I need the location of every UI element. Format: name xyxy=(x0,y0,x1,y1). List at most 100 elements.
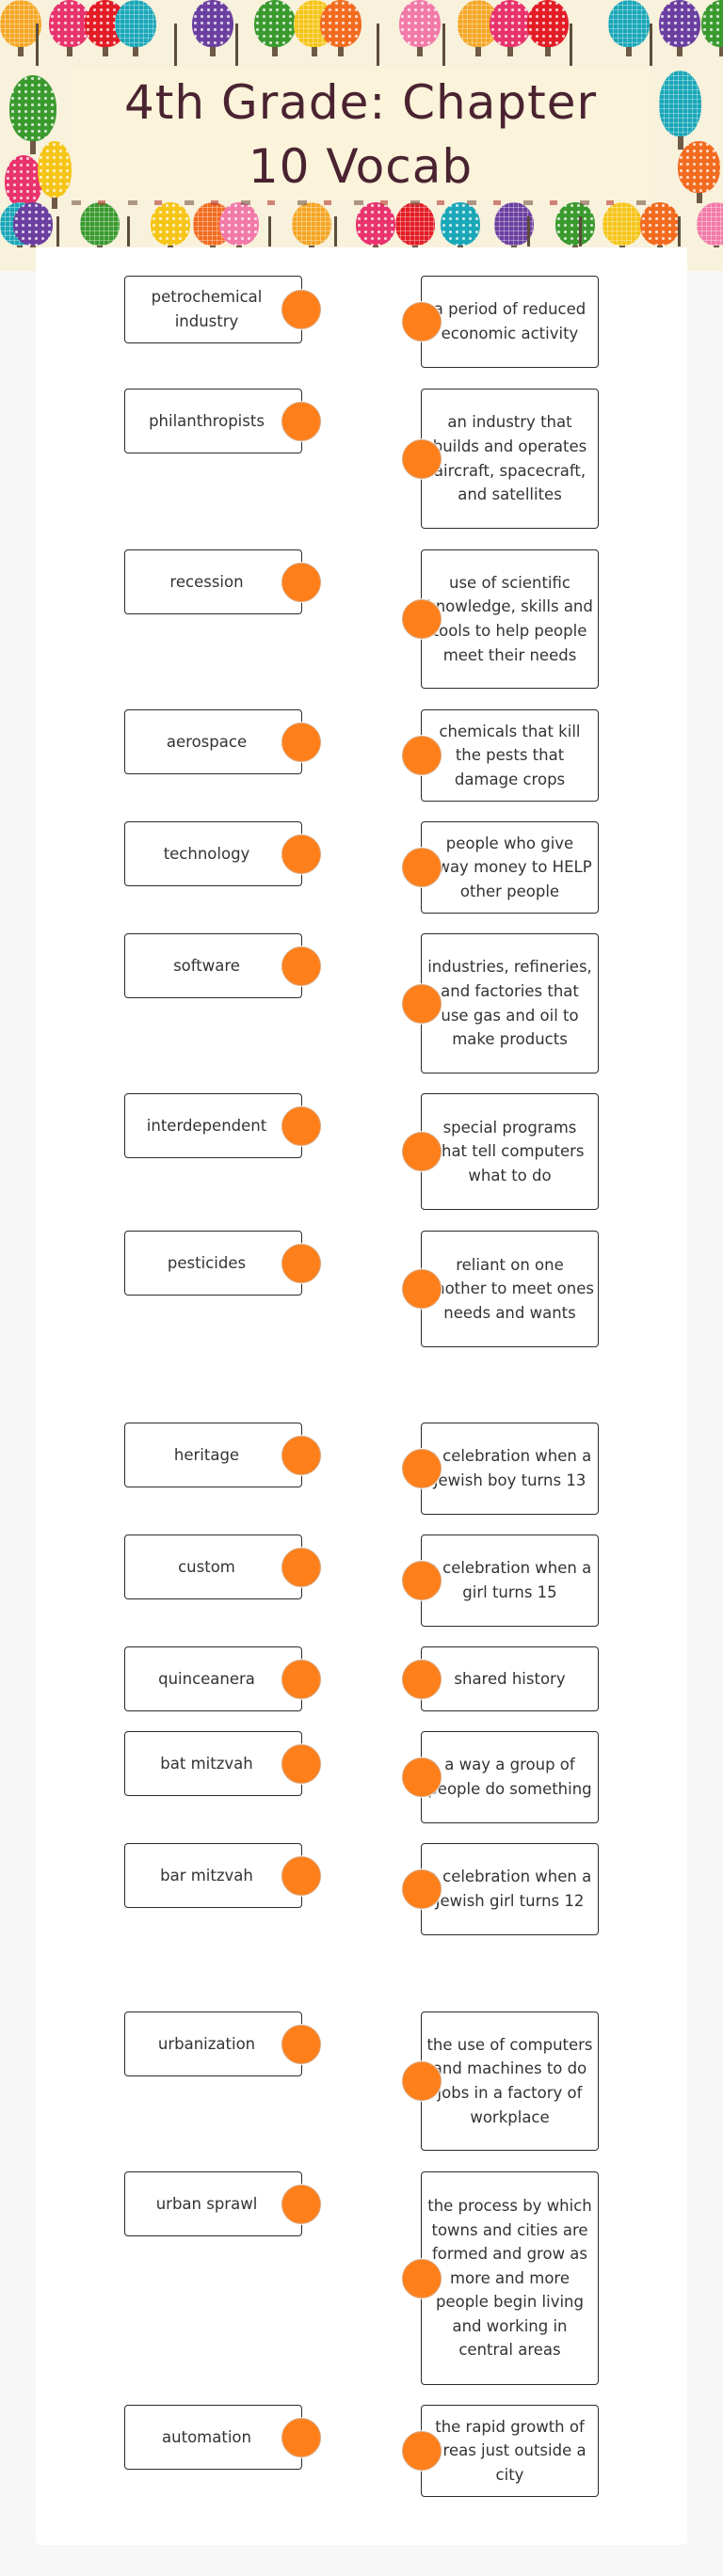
term-connector-handle[interactable] xyxy=(281,1547,321,1587)
term-card[interactable]: petrochemical industry xyxy=(124,276,302,343)
definition-label: a celebration when a girl turns 15 xyxy=(427,1559,592,1601)
banner-edge-right xyxy=(687,247,723,271)
definition-connector-handle[interactable] xyxy=(402,2431,442,2471)
definition-card[interactable]: the rapid growth of areas just outside a… xyxy=(421,2405,599,2497)
term-label: automation xyxy=(162,2427,251,2446)
term-connector-handle[interactable] xyxy=(281,2417,321,2457)
term-card[interactable]: technology xyxy=(124,821,302,886)
definition-label: industries, refineries, and factories th… xyxy=(427,958,592,1049)
definition-label: an industry that builds and operates air… xyxy=(432,413,587,504)
definition-card[interactable]: people who give away money to HELP other… xyxy=(421,821,599,914)
term-label: recession xyxy=(169,572,244,591)
definition-connector-handle[interactable] xyxy=(402,302,442,342)
twig-icon xyxy=(36,24,39,66)
term-label: quinceanera xyxy=(158,1669,255,1688)
twig-icon xyxy=(442,24,445,66)
banner-edge-left xyxy=(0,247,36,271)
definition-connector-handle[interactable] xyxy=(402,2061,442,2101)
definition-card[interactable]: a celebration when a Jewish girl turns 1… xyxy=(421,1843,599,1935)
definition-label: shared history xyxy=(454,1669,566,1688)
term-card[interactable]: aerospace xyxy=(124,709,302,774)
definition-connector-handle[interactable] xyxy=(402,438,442,479)
definition-card[interactable]: the use of computers and machines to do … xyxy=(421,2012,599,2151)
term-label: philanthropists xyxy=(149,411,265,430)
definition-card[interactable]: a period of reduced economic activity xyxy=(421,276,599,368)
term-card[interactable]: custom xyxy=(124,1534,302,1599)
definition-card[interactable]: reliant on one another to meet ones need… xyxy=(421,1231,599,1347)
term-card[interactable]: urbanization xyxy=(124,2012,302,2076)
term-label: aerospace xyxy=(166,732,248,751)
definition-connector-handle[interactable] xyxy=(402,1659,442,1699)
term-card[interactable]: software xyxy=(124,933,302,998)
definition-card[interactable]: industries, refineries, and factories th… xyxy=(421,933,599,1073)
definition-card[interactable]: shared history xyxy=(421,1646,599,1711)
twig-icon xyxy=(650,24,652,66)
twig-icon xyxy=(570,24,572,66)
definition-connector-handle[interactable] xyxy=(402,1757,442,1797)
twig-icon xyxy=(174,24,177,66)
term-connector-handle[interactable] xyxy=(281,2024,321,2064)
definition-label: use of scientific knowledge, skills and … xyxy=(426,573,593,664)
term-connector-handle[interactable] xyxy=(281,1243,321,1283)
twig-icon xyxy=(334,216,337,246)
term-connector-handle[interactable] xyxy=(281,834,321,874)
twig-icon xyxy=(127,216,130,246)
term-connector-handle[interactable] xyxy=(281,2184,321,2224)
definition-connector-handle[interactable] xyxy=(402,1132,442,1171)
term-label: urban sprawl xyxy=(155,2194,258,2213)
term-card[interactable]: pesticides xyxy=(124,1231,302,1296)
term-connector-handle[interactable] xyxy=(281,722,321,762)
term-card[interactable]: quinceanera xyxy=(124,1646,302,1711)
title-box: 4th Grade: Chapter 10 Vocab xyxy=(72,68,650,200)
definition-card[interactable]: the process by which towns and cities ar… xyxy=(421,2171,599,2385)
term-card[interactable]: recession xyxy=(124,549,302,614)
definition-connector-handle[interactable] xyxy=(402,736,442,775)
definition-connector-handle[interactable] xyxy=(402,599,442,639)
term-card[interactable]: heritage xyxy=(124,1423,302,1487)
term-card[interactable]: interdependent xyxy=(124,1093,302,1158)
term-connector-handle[interactable] xyxy=(281,401,321,441)
definition-card[interactable]: a celebration when a Jewish boy turns 13 xyxy=(421,1423,599,1515)
term-card[interactable]: philanthropists xyxy=(124,389,302,453)
term-card[interactable]: bat mitzvah xyxy=(124,1731,302,1796)
term-label: petrochemical industry xyxy=(151,288,263,330)
definition-label: the use of computers and machines to do … xyxy=(426,2035,593,2126)
twig-icon xyxy=(678,216,681,246)
term-label: software xyxy=(173,956,240,975)
definition-connector-handle[interactable] xyxy=(402,1449,442,1488)
header-banner: 4th Grade: Chapter 10 Vocab xyxy=(0,0,723,247)
definition-card[interactable]: a way a group of people do something xyxy=(421,1731,599,1823)
term-connector-handle[interactable] xyxy=(281,562,321,602)
definition-label: a period of reduced economic activity xyxy=(433,300,586,342)
term-card[interactable]: bar mitzvah xyxy=(124,1843,302,1908)
term-label: bar mitzvah xyxy=(160,1866,253,1884)
term-connector-handle[interactable] xyxy=(281,1855,321,1896)
twig-icon xyxy=(56,216,59,246)
definition-card[interactable]: an industry that builds and operates air… xyxy=(421,389,599,529)
term-connector-handle[interactable] xyxy=(281,946,321,986)
definition-connector-handle[interactable] xyxy=(402,983,442,1024)
definition-card[interactable]: use of scientific knowledge, skills and … xyxy=(421,549,599,689)
term-label: urbanization xyxy=(157,2034,256,2053)
term-connector-handle[interactable] xyxy=(281,1659,321,1699)
definition-connector-handle[interactable] xyxy=(402,2258,442,2298)
term-connector-handle[interactable] xyxy=(281,1105,321,1146)
definition-connector-handle[interactable] xyxy=(402,1869,442,1909)
definition-connector-handle[interactable] xyxy=(402,1561,442,1600)
twig-icon xyxy=(268,216,271,246)
definition-connector-handle[interactable] xyxy=(402,848,442,887)
definition-card[interactable]: special programs that tell computers wha… xyxy=(421,1093,599,1210)
term-card[interactable]: automation xyxy=(124,2405,302,2470)
term-connector-handle[interactable] xyxy=(281,290,321,329)
term-connector-handle[interactable] xyxy=(281,1435,321,1475)
twig-icon xyxy=(235,24,238,66)
definition-label: a celebration when a Jewish boy turns 13 xyxy=(427,1447,592,1489)
term-card[interactable]: urban sprawl xyxy=(124,2171,302,2236)
definition-card[interactable]: chemicals that kill the pests that damag… xyxy=(421,709,599,802)
definition-connector-handle[interactable] xyxy=(402,1269,442,1309)
definition-label: special programs that tell computers wha… xyxy=(435,1118,585,1185)
term-connector-handle[interactable] xyxy=(281,1743,321,1784)
definition-card[interactable]: a celebration when a girl turns 15 xyxy=(421,1534,599,1627)
definition-label: a way a group of people do something xyxy=(427,1756,592,1798)
term-label: technology xyxy=(163,844,250,863)
